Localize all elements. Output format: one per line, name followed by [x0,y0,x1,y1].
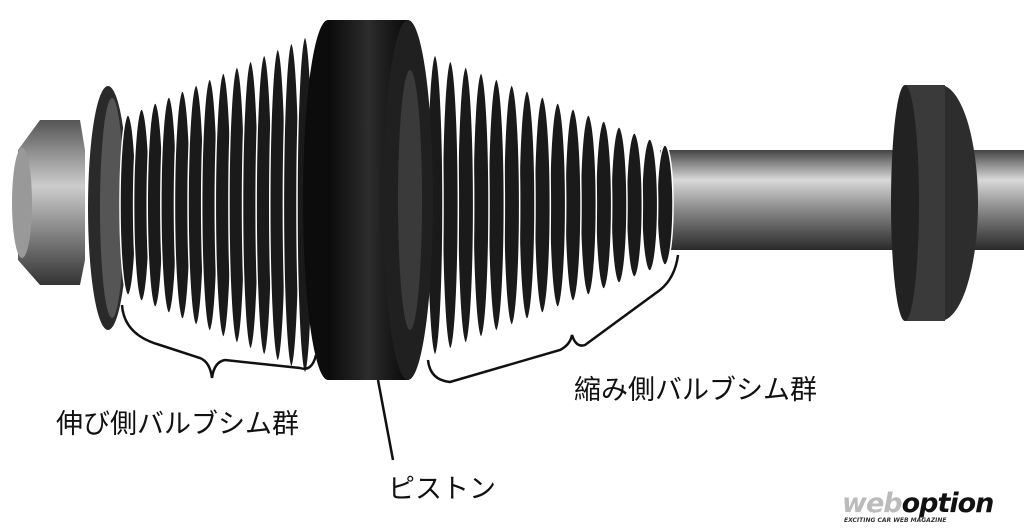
logo-web: web [842,488,903,519]
piston [303,20,433,380]
valve-shim [472,72,490,338]
valve-shim [594,120,613,290]
valve-shim [656,144,674,266]
valve-shim [487,78,506,332]
logo-option: option [901,488,995,519]
piston-label: ピストン [388,474,496,505]
valve-shim [564,108,582,302]
weboption-logo: weboption EXCITING CAR WEB MAGAZINE [842,488,1020,526]
rebound-shims-label: 伸び側バルブシム群 [56,409,299,440]
valve-shim [502,84,521,326]
rebound-shim-stack [119,36,314,374]
nut [18,120,85,285]
rebound-bracket [120,304,318,379]
compression-shims-label: 縮み側バルブシム群 [574,375,817,406]
compression-bracket [426,254,680,384]
valve-shim [610,126,628,284]
piston-leader-line [376,379,395,461]
piston-rod [660,150,920,250]
valve-shim [579,114,598,296]
valve-shim [640,138,659,272]
compression-shim-stack [426,54,674,356]
valve-shim [441,60,460,350]
valve-shim [518,90,536,320]
valve-shim [625,132,644,278]
valve-shim [456,66,475,344]
valve-shim [548,102,567,308]
valve-shim [533,96,552,314]
logo-tagline: EXCITING CAR WEB MAGAZINE [844,517,947,524]
